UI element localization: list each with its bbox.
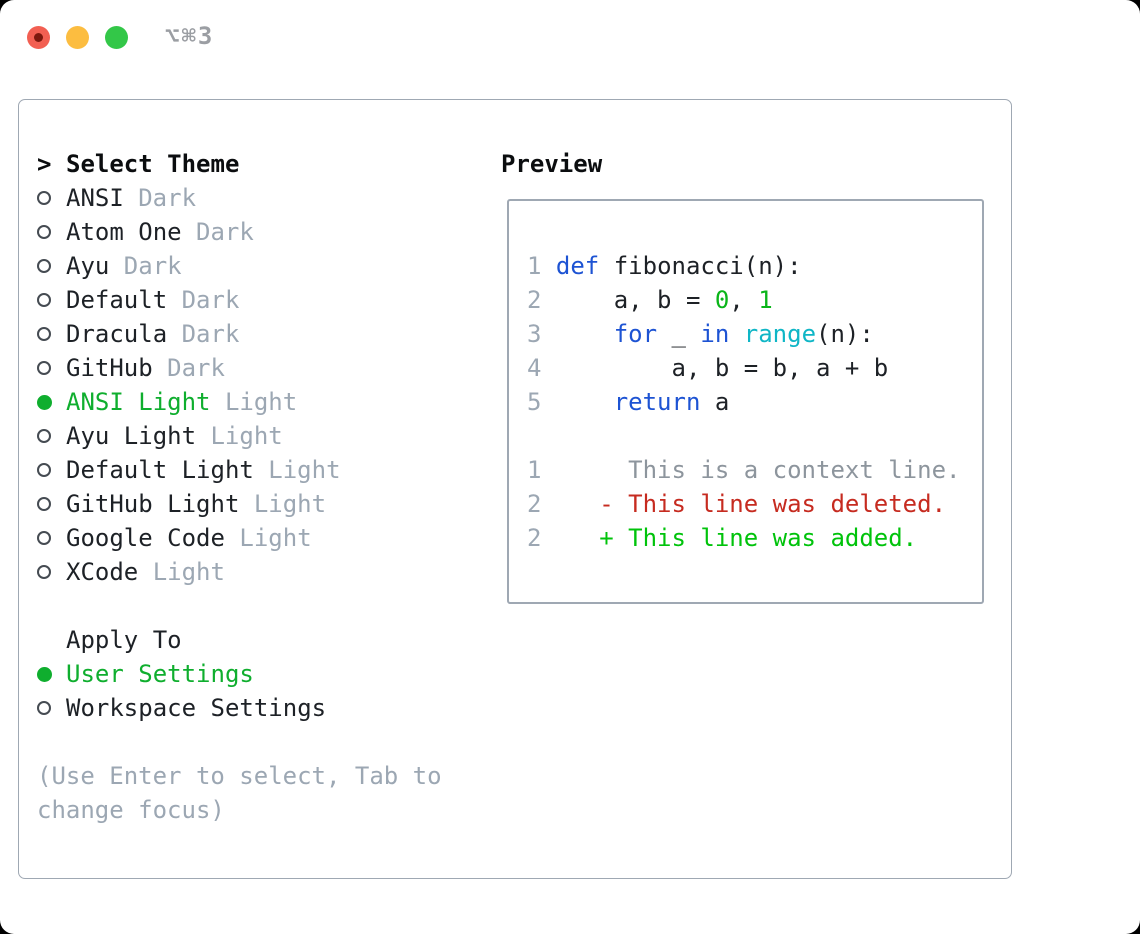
theme-variant-label: Light [152, 558, 225, 586]
code-line: 5 return a [527, 388, 730, 416]
diff-added-line: 2 + This line was added. [527, 524, 918, 552]
radio-icon [37, 565, 51, 579]
literal-token: 1 [758, 286, 773, 314]
keyword-token: return [613, 388, 701, 416]
help-text-line2: change focus) [37, 796, 225, 824]
function-token: range [743, 320, 817, 348]
radio-icon [37, 463, 51, 477]
keyword-token: def [555, 252, 600, 280]
help-text-line1: (Use Enter to select, Tab to [37, 762, 442, 790]
apply-option-workspace-settings[interactable]: Workspace Settings [37, 691, 442, 725]
radio-icon [37, 497, 51, 511]
theme-variant-label: Dark [167, 354, 225, 382]
select-theme-title: Select Theme [66, 150, 240, 178]
radio-icon [37, 191, 51, 205]
keyword-token: for [613, 320, 658, 348]
apply-to-header: Apply To [37, 623, 442, 657]
close-button[interactable] [27, 26, 50, 49]
radio-selected-icon [37, 394, 52, 410]
line-number: 4 [527, 354, 542, 382]
radio-icon [37, 429, 51, 443]
code-line: 4 a, b = b, a + b [527, 354, 889, 382]
theme-variant-label: Dark [181, 320, 240, 348]
radio-icon [37, 701, 51, 715]
theme-variant-label: Light [268, 456, 341, 484]
apply-to-title: Apply To [66, 626, 182, 654]
line-number: 1 [527, 456, 542, 484]
radio-icon [37, 259, 51, 273]
keyboard-shortcut-label: ⌥⌘3 [165, 22, 215, 50]
radio-selected-icon [37, 666, 52, 682]
theme-variant-label: Dark [138, 184, 197, 212]
preview-box: 1 def fibonacci(n): 2 a, b = 0, 1 3 for … [507, 199, 984, 604]
radio-icon [37, 225, 51, 239]
diff-context-line: 1 This is a context line. [527, 456, 961, 484]
cursor-icon: > [37, 150, 52, 178]
line-number: 1 [527, 252, 542, 280]
minimize-button[interactable] [66, 26, 89, 49]
keyword-token: in [700, 320, 730, 348]
line-number: 2 [527, 490, 542, 518]
line-number: 2 [527, 524, 542, 552]
theme-variant-label: Light [224, 388, 298, 416]
theme-variant-label: Dark [196, 218, 254, 246]
code-line: 1 def fibonacci(n): [527, 252, 802, 280]
line-number: 2 [527, 286, 542, 314]
theme-variant-label: Light [253, 490, 327, 518]
literal-token: 0 [714, 286, 730, 314]
line-number: 3 [527, 320, 542, 348]
radio-icon [37, 327, 51, 341]
code-preview: 1 def fibonacci(n): 2 a, b = 0, 1 3 for … [527, 249, 960, 555]
zoom-button[interactable] [105, 26, 128, 49]
theme-variant-label: Light [239, 524, 312, 552]
line-number: 5 [527, 388, 542, 416]
radio-icon [37, 361, 51, 375]
code-line: 3 for _ in range(n): [527, 320, 874, 348]
blank-line [527, 419, 960, 453]
radio-icon [37, 293, 51, 307]
code-line: 2 a, b = 0, 1 [527, 286, 773, 314]
theme-variant-label: Dark [181, 286, 240, 314]
radio-icon [37, 531, 51, 545]
select-theme-header: > Select Theme [37, 147, 442, 181]
close-dot-icon [34, 33, 43, 42]
diff-deleted-line: 2 - This line was deleted. [527, 490, 947, 518]
theme-variant-label: Dark [123, 252, 182, 280]
apply-option-user-settings[interactable]: User Settings [37, 657, 442, 691]
theme-variant-label: Light [210, 422, 283, 450]
preview-title: Preview [501, 150, 603, 178]
